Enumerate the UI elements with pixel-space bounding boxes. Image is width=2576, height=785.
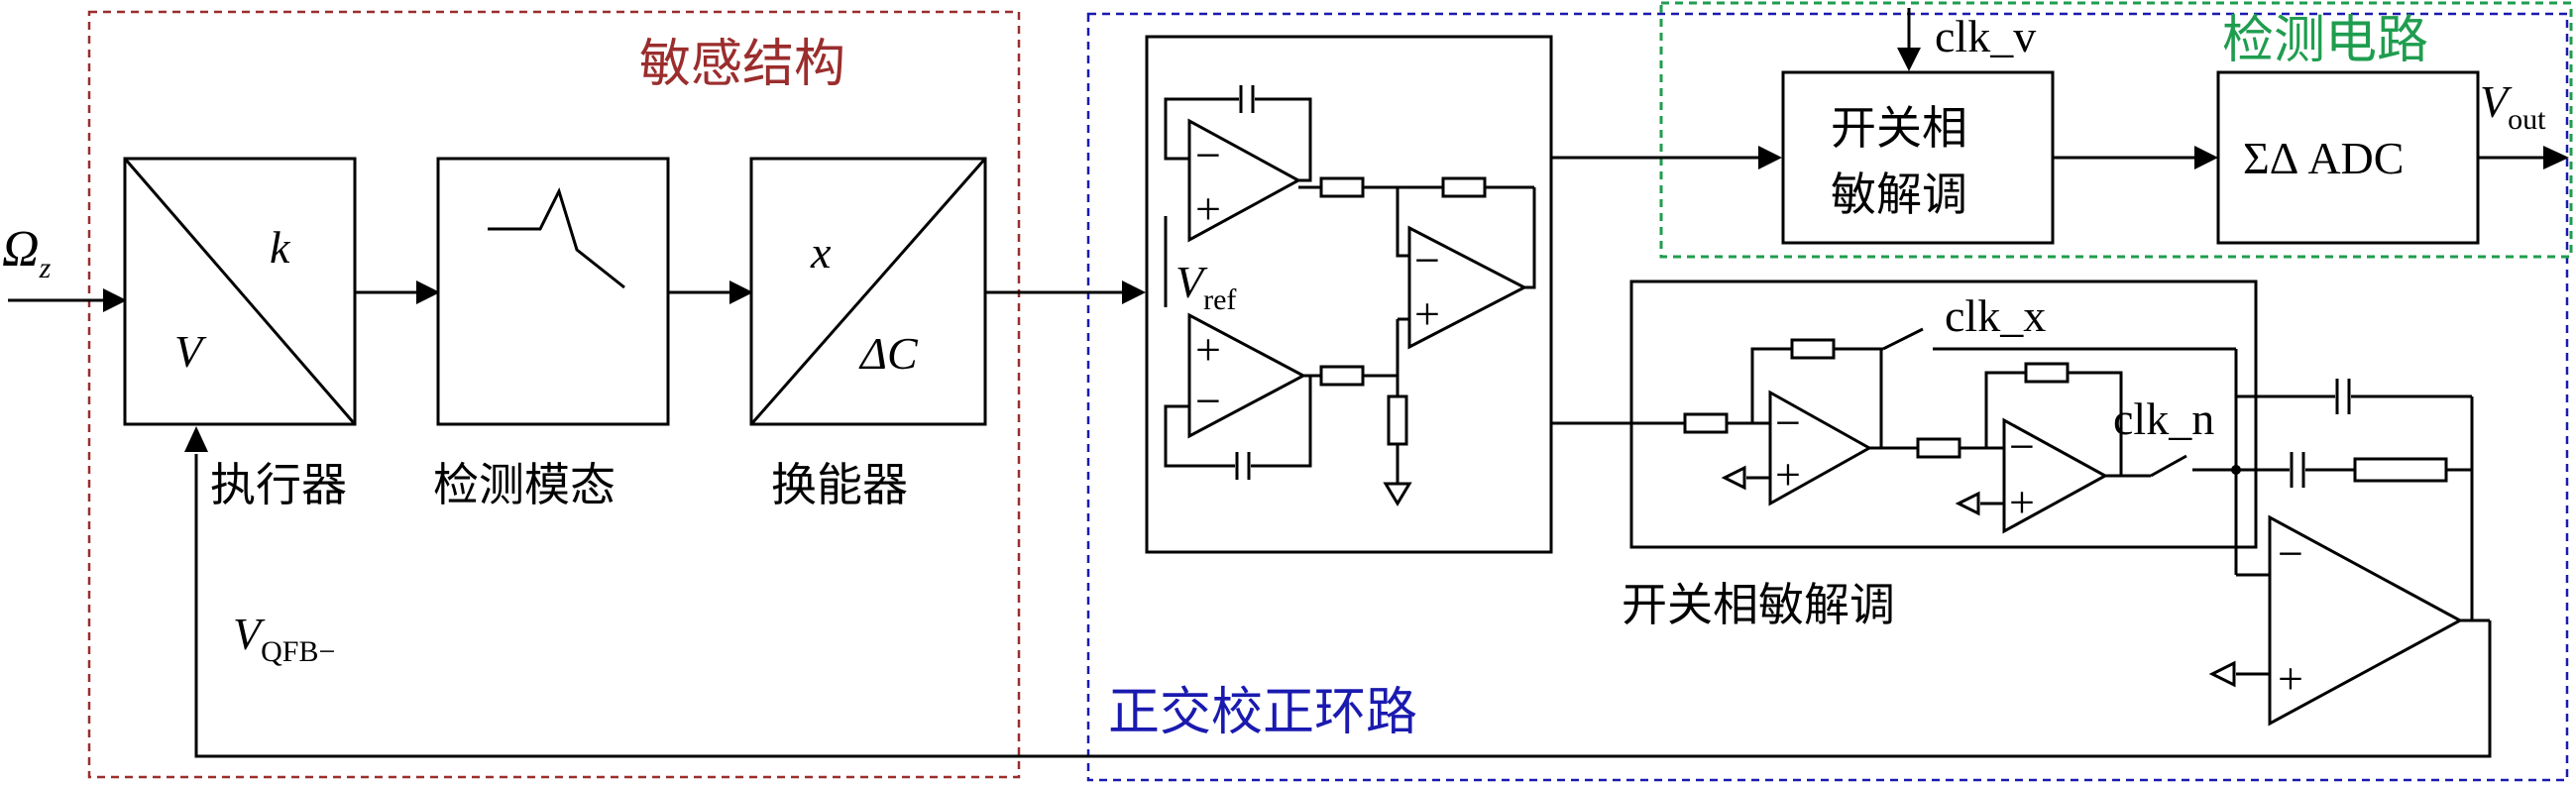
arrowhead-transducer (729, 280, 753, 304)
top-opamp-minus: − (1195, 130, 1221, 180)
integrator-opamp (2268, 514, 2464, 727)
ground-symbol (1383, 482, 1412, 506)
top-demod-line1: 开关相 (1831, 103, 1967, 154)
top-resistor-2 (1441, 176, 1487, 198)
actuator-k: k (270, 222, 291, 273)
actuator-diagonal (123, 158, 357, 425)
clk-x-switch[interactable] (1882, 327, 1924, 351)
clk-v-arrowhead (1897, 48, 1921, 71)
adc-label: ΣΔ ADC (2243, 133, 2404, 183)
input-arrowhead (103, 288, 127, 312)
top-demod-block (1781, 70, 2055, 245)
top-resistor-1 (1319, 176, 1365, 198)
clk-n-feedback-right (2068, 371, 2123, 478)
demod-opamp-2-minus: − (2009, 421, 2035, 472)
feedback-wire (194, 454, 2492, 758)
sensitive-structure-region (87, 10, 1021, 779)
integrator-plus: + (2278, 653, 2303, 704)
diff-opamp-plus: + (1414, 288, 1440, 339)
detection-mode-label: 检测模态 (433, 460, 616, 510)
clk-n-resistor (2024, 362, 2070, 384)
diff-opamp-minus: − (1414, 235, 1440, 285)
diff-minus-wire (1396, 187, 1409, 258)
clk-x-resistor (1790, 338, 1836, 360)
arrowhead-top-demod (1758, 146, 1782, 169)
quadrature-loop-label: 正交校正环路 (1108, 685, 1417, 741)
resonance-peak-icon (488, 186, 625, 289)
detection-circuit-label: 检测电路 (2222, 13, 2428, 69)
diff-opamp (1407, 225, 1528, 350)
top-feedback-wire-right (1255, 97, 1312, 182)
transducer-diagonal (749, 158, 987, 425)
demod-opamp-2 (2002, 417, 2109, 534)
bottom-feedback-wire-left (1164, 404, 1235, 468)
clk-x-label: clk_x (1945, 290, 2046, 341)
actuator-label: 执行器 (210, 460, 347, 510)
demod-opamp-1-minus: − (1775, 397, 1801, 448)
clk-x-feedback-left (1750, 347, 1792, 423)
lower-demod-box (1629, 280, 2258, 549)
arrowhead-amp (1122, 280, 1146, 304)
bottom-resistor (1319, 365, 1365, 387)
vref-subscript: ref (1203, 283, 1236, 316)
top-opamp (1187, 118, 1302, 243)
diff-output-wire (1524, 187, 1536, 289)
detection-mode-block (436, 157, 670, 426)
vqfb-label: VQFB− (233, 609, 335, 668)
clk-n-switch[interactable] (2150, 454, 2187, 478)
integrator-minus: − (2278, 528, 2303, 579)
demod-opamp-1 (1768, 390, 1873, 506)
input-omega: Ωz (2, 221, 52, 284)
inter-stage-resistor (1916, 437, 1961, 459)
input-omega-subscript: z (39, 252, 52, 284)
demod-opamp-1-plus: + (1775, 449, 1801, 500)
feedback-arrowhead (184, 426, 208, 452)
vqfb-subscript: QFB− (261, 635, 335, 668)
top-demod-line2: 敏解调 (1831, 169, 1967, 220)
adc-block (2216, 70, 2480, 245)
top-feedback-wire-left (1164, 97, 1239, 161)
demod-opamp-2-ground-arrow (1955, 491, 1980, 516)
transducer-x: x (810, 227, 832, 278)
bottom-opamp-minus: − (1195, 376, 1221, 426)
lower-demod-label: 开关相敏解调 (1622, 580, 1895, 630)
vout-label: Vout (2480, 76, 2546, 136)
vout-subscript: out (2508, 103, 2546, 136)
demod-opamp-2-plus: + (2009, 477, 2035, 527)
actuator-v: V (174, 326, 207, 377)
integrator-ground-arrow (2208, 660, 2236, 688)
arrowhead-out (2543, 146, 2569, 169)
arrowhead-mode (416, 280, 440, 304)
sensitive-structure-label: 敏感结构 (639, 37, 845, 93)
clk-n-label: clk_n (2113, 393, 2214, 444)
transducer-label: 换能器 (771, 460, 908, 510)
transducer-dc: ΔC (858, 328, 919, 379)
arrowhead-adc (2194, 146, 2218, 169)
ground-resistor (1387, 394, 1408, 446)
clk-v-label: clk_v (1935, 11, 2036, 61)
top-opamp-plus: + (1195, 183, 1221, 234)
lower-input-resistor (1683, 412, 1729, 434)
clk-n-feedback (1984, 371, 2026, 448)
quadrature-loop-region (1086, 12, 2569, 782)
vref-label: Vref (1176, 257, 1236, 316)
bottom-opamp-plus: + (1195, 324, 1221, 375)
integrator-resistor (2353, 457, 2448, 483)
demod-opamp-1-ground-arrow (1721, 465, 1746, 491)
bottom-opamp (1187, 312, 1307, 439)
detection-circuit-region (1659, 1, 2573, 259)
